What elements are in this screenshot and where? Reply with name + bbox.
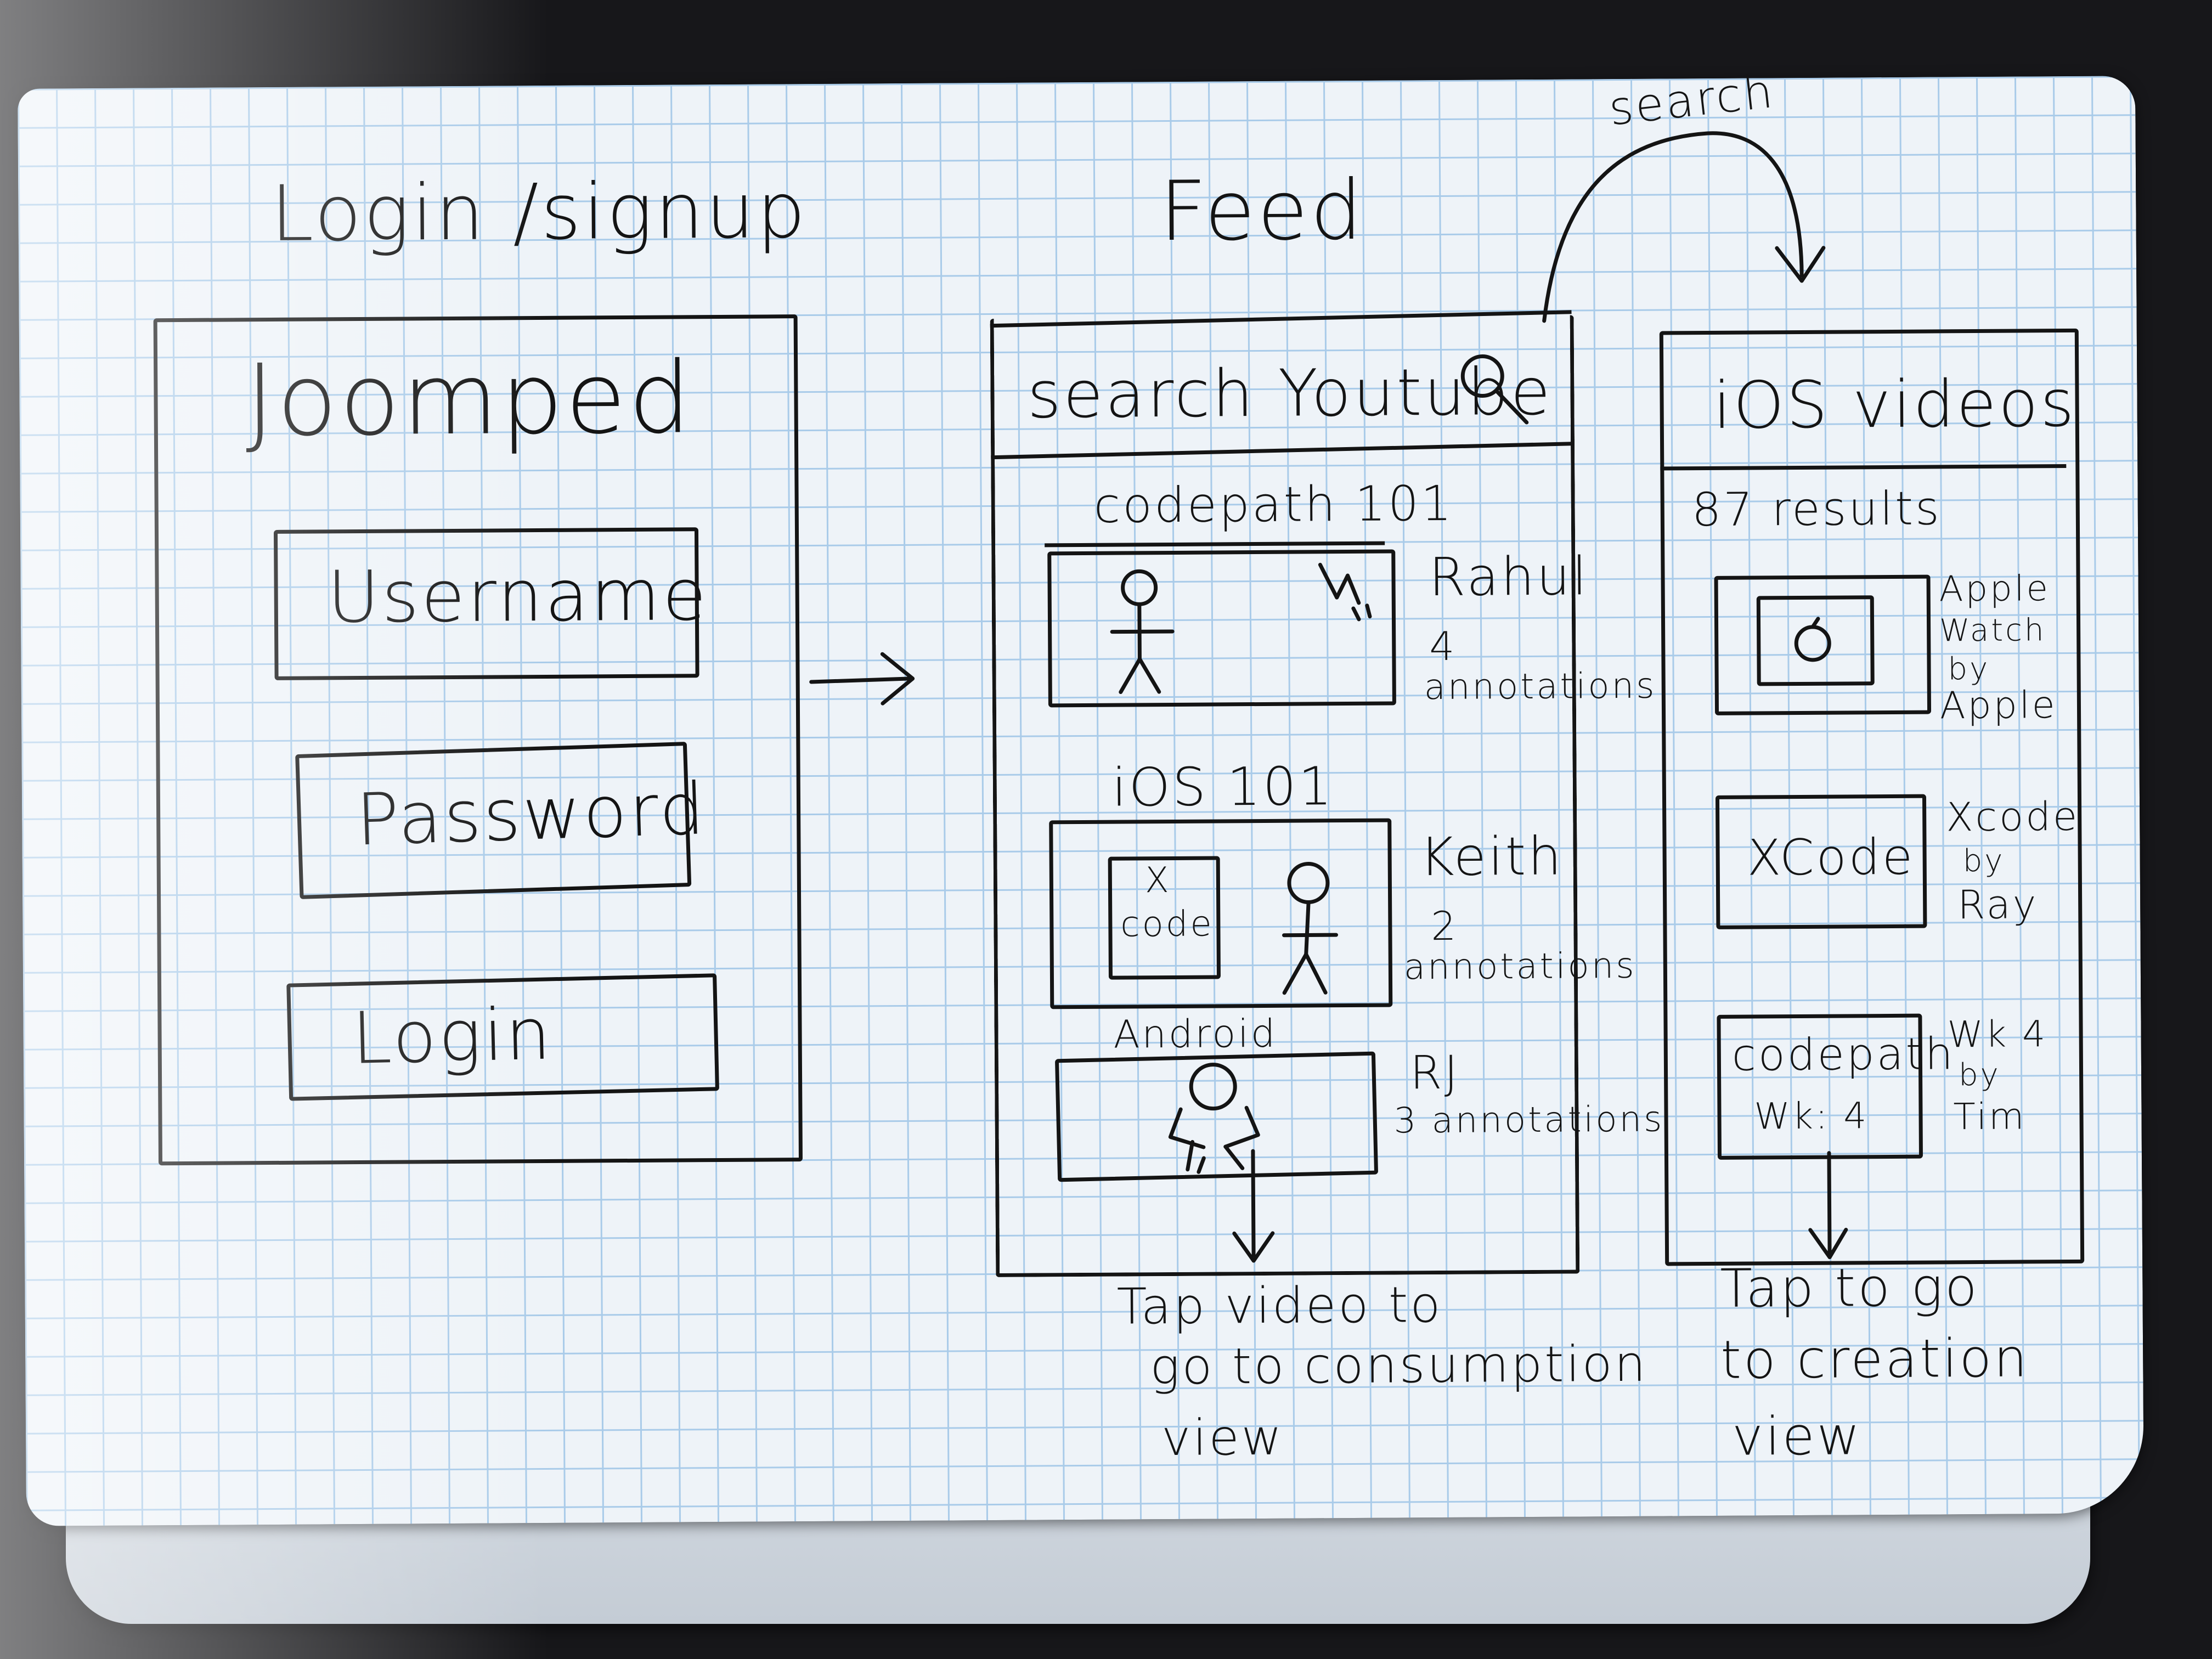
- android-robot-icon: [1168, 1063, 1260, 1174]
- search-icon[interactable]: [994, 315, 1571, 450]
- arrow-down-icon: [1808, 1151, 1848, 1260]
- feed-video-thumbnail[interactable]: [1054, 1051, 1379, 1182]
- feed-video-thumbnail[interactable]: [1047, 549, 1396, 708]
- search-results-screen-frame: iOS videos 87 results Apple Watch by App…: [1659, 328, 2085, 1266]
- search-bar[interactable]: search Youtube: [994, 315, 1571, 450]
- arrow-right-icon: [809, 652, 915, 706]
- person-icon: [1282, 861, 1339, 995]
- feed-video-thumbnail[interactable]: X code: [1049, 818, 1393, 1009]
- arrow-curve-icon: [1542, 131, 1826, 323]
- flow-arrows: [809, 131, 1848, 1263]
- arrow-down-icon: [1232, 1149, 1275, 1263]
- search-result-thumbnail[interactable]: [1714, 574, 1932, 715]
- apple-logo-icon: [1794, 617, 1831, 662]
- notebook-page: Login /signup Joomped Username Password …: [18, 64, 2144, 1526]
- person-icon: [1110, 562, 1372, 695]
- feed-screen-frame: search Youtube codepath 101 Rahul 4 anno…: [990, 310, 1664, 1277]
